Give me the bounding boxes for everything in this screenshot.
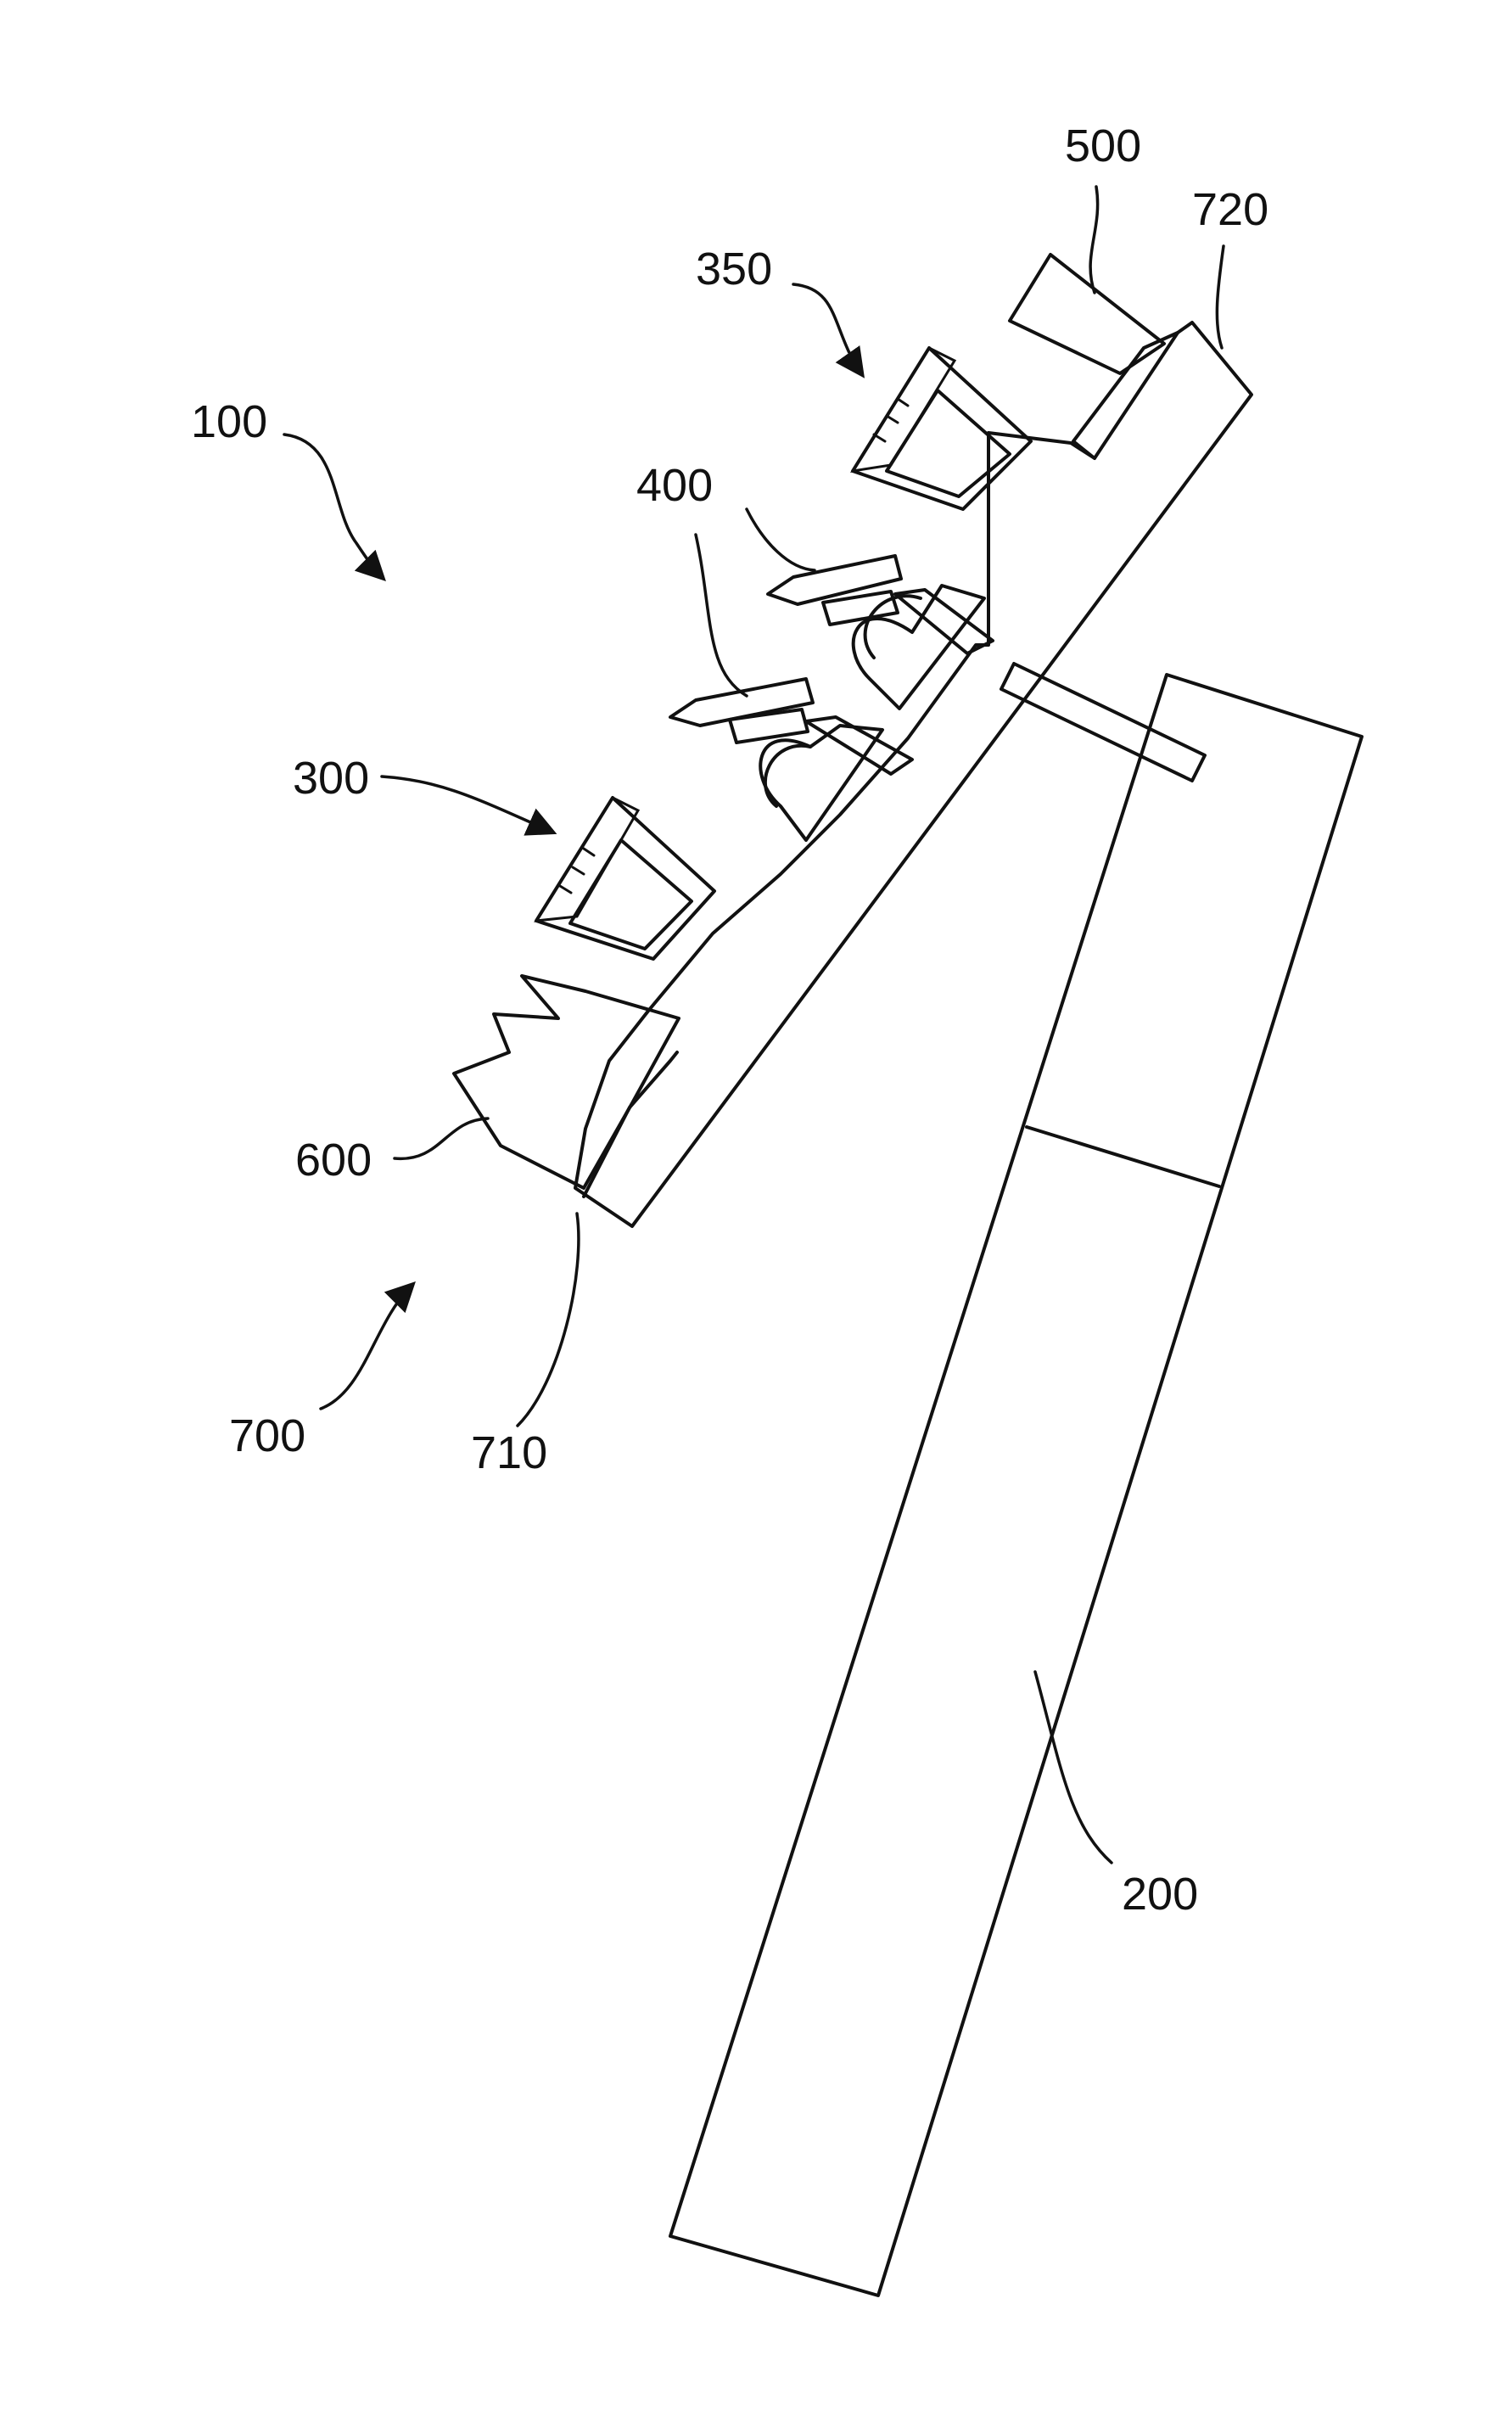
base-plate-700 <box>575 322 1252 1226</box>
leader-lines <box>284 187 1224 1863</box>
label-350: 350 <box>696 244 772 294</box>
element-500 <box>1010 255 1164 373</box>
label-300: 300 <box>293 753 369 804</box>
element-600 <box>454 976 679 1188</box>
label-600: 600 <box>295 1135 372 1186</box>
label-710: 710 <box>471 1427 547 1478</box>
label-400: 400 <box>636 460 713 511</box>
label-500: 500 <box>1065 121 1141 171</box>
label-720: 720 <box>1192 184 1268 235</box>
label-200: 200 <box>1122 1869 1198 1920</box>
fastener-400-lower <box>670 679 912 774</box>
label-100: 100 <box>191 396 267 447</box>
cartridge-300 <box>536 798 714 959</box>
reference-labels: 100 200 300 350 400 500 600 700 710 720 <box>191 121 1268 1920</box>
cartridge-350 <box>853 348 1031 509</box>
label-700: 700 <box>229 1410 305 1461</box>
pin <box>1001 664 1205 781</box>
member-200 <box>670 675 1362 2296</box>
